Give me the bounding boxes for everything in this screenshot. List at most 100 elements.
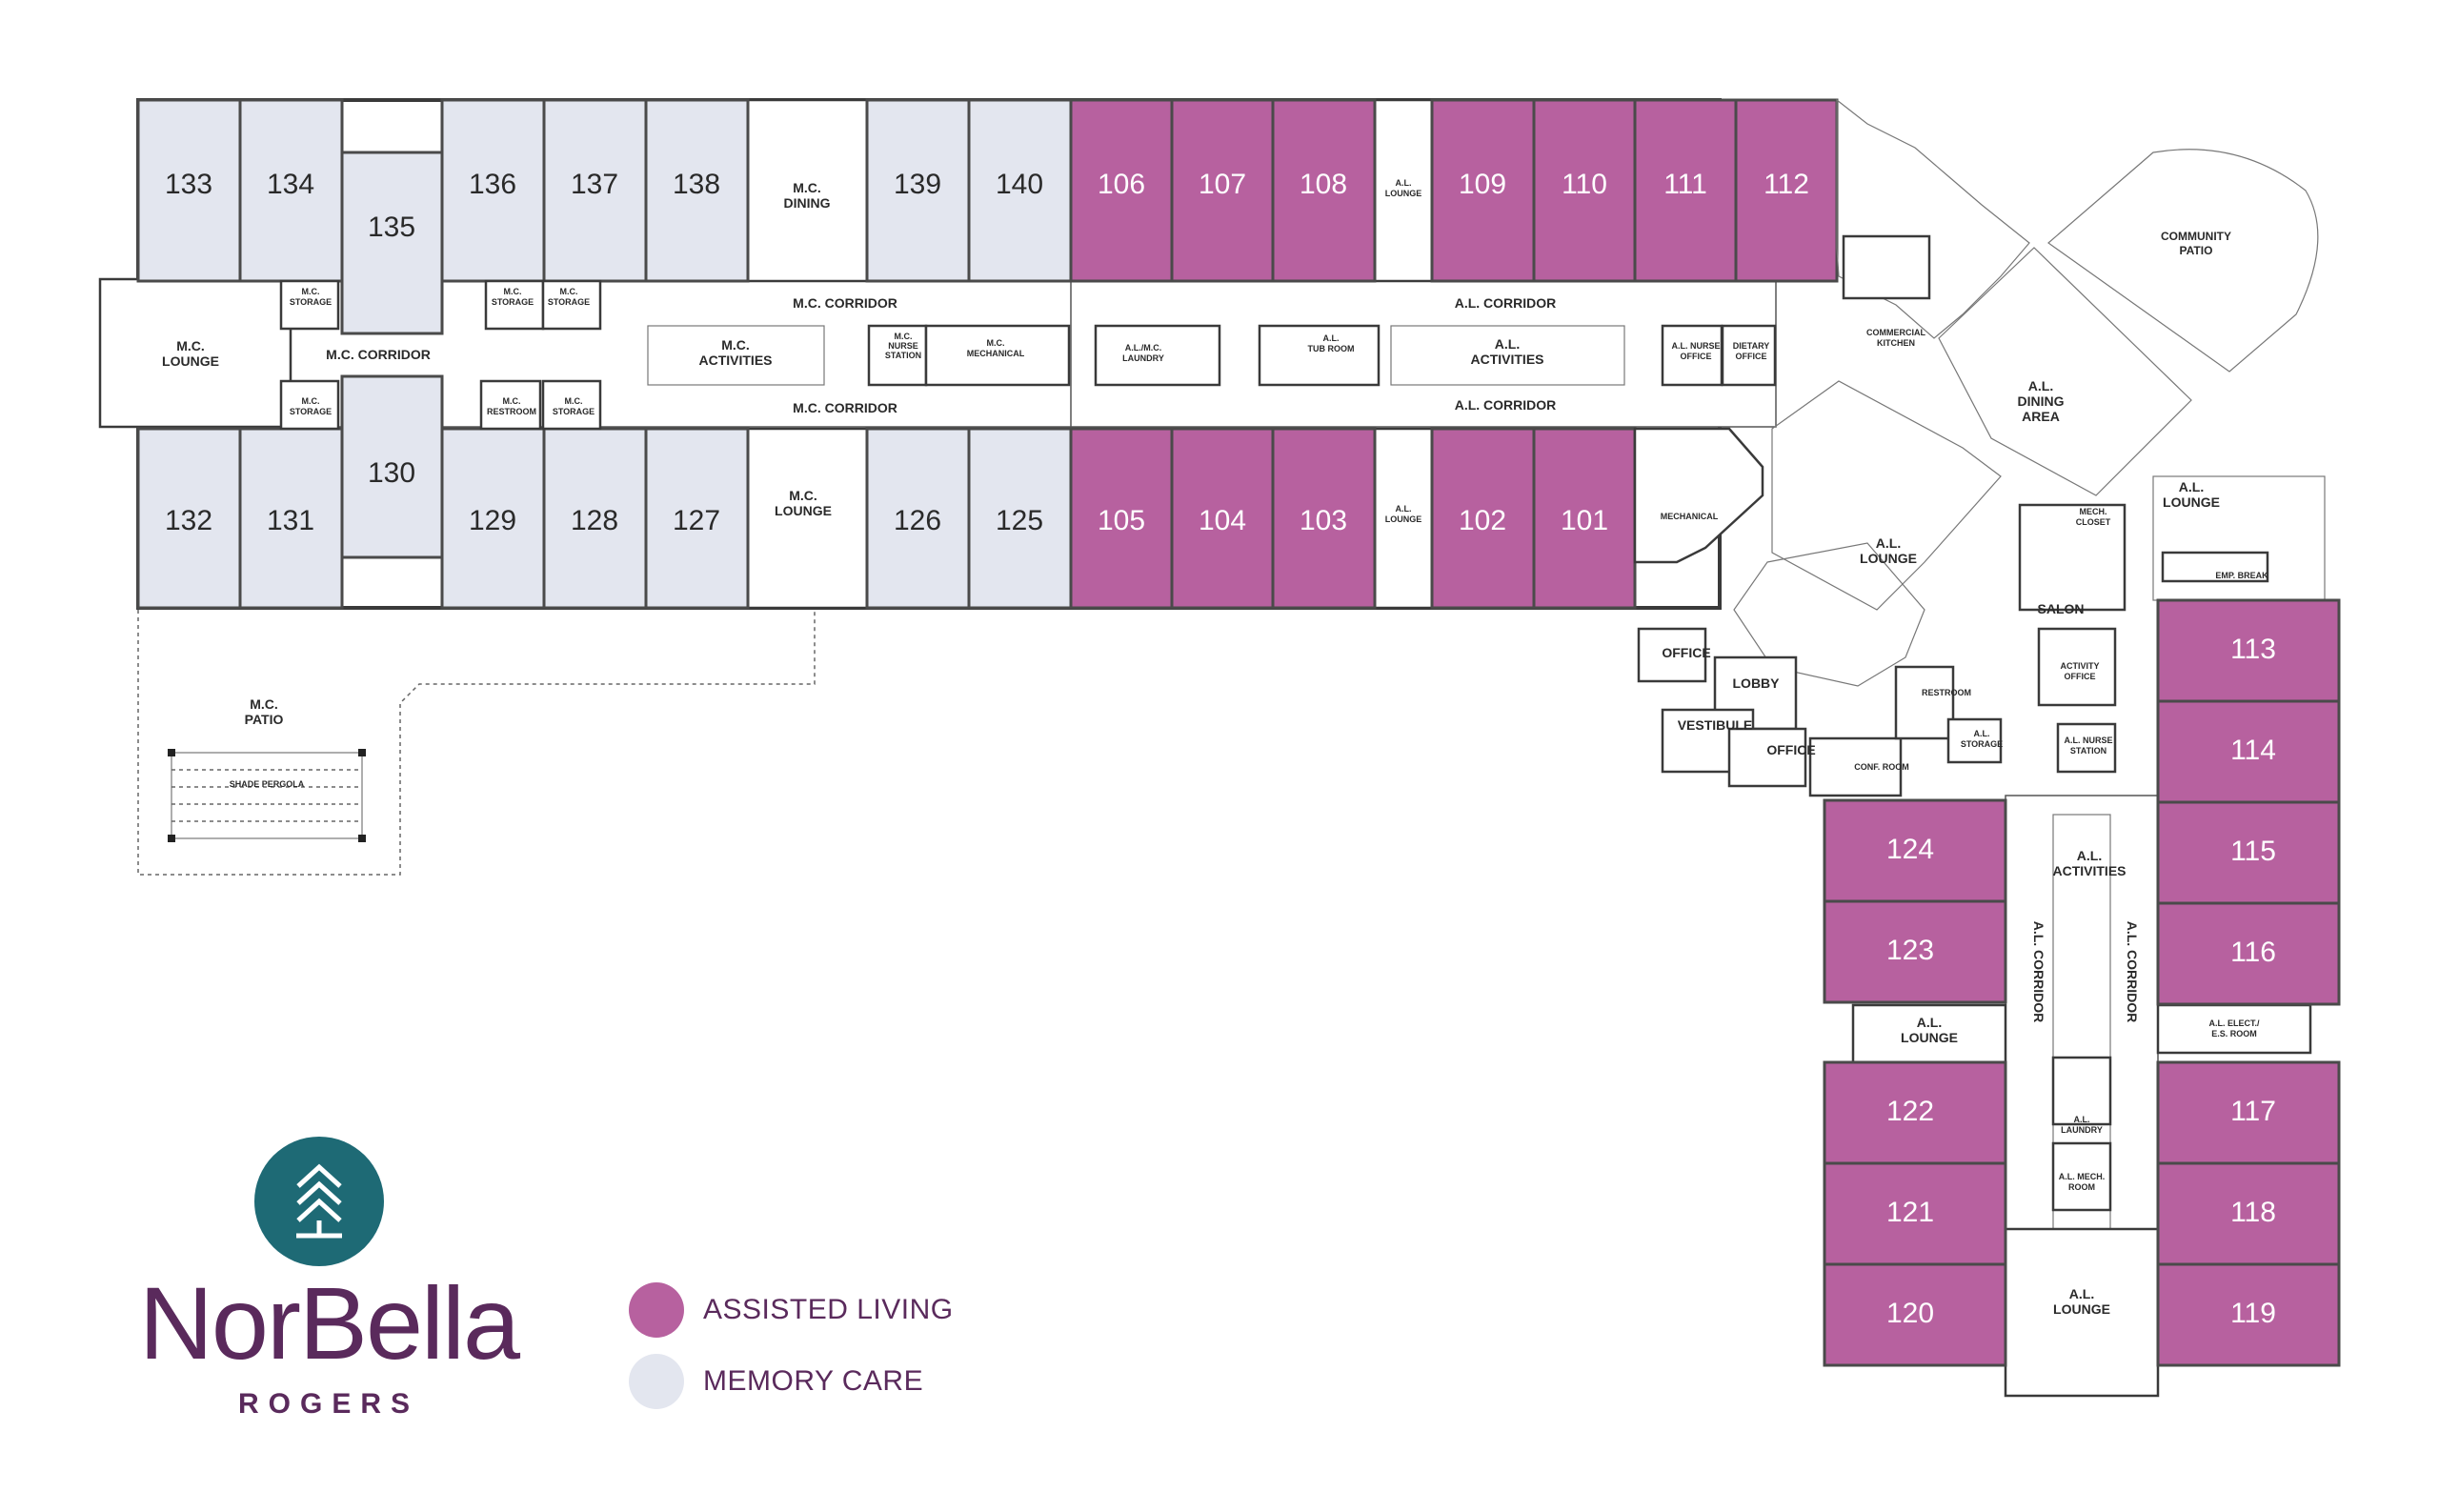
activity-office-label-a: ACTIVITY — [2060, 661, 2099, 671]
commercial-kitchen[interactable] — [1842, 234, 1931, 300]
mc-storage-1[interactable] — [279, 279, 340, 331]
al-lounge-bottom[interactable] — [2004, 1227, 2160, 1398]
unit-116[interactable] — [2156, 901, 2341, 1006]
unit-105[interactable] — [1069, 427, 1174, 610]
al-dining-label-c: AREA — [2022, 409, 2060, 424]
mc-lounge-south[interactable] — [746, 427, 869, 610]
unit-140-label: 140 — [996, 169, 1043, 200]
al-lounge-central[interactable] — [1733, 542, 1925, 687]
unit-106-label: 106 — [1098, 169, 1145, 200]
unit-134[interactable] — [238, 98, 344, 283]
mc-lounge-west[interactable] — [98, 277, 292, 429]
unit-108[interactable] — [1271, 98, 1377, 283]
mc-storage-2[interactable] — [279, 379, 340, 431]
assisted-living-center-wing — [1069, 98, 1839, 610]
unit-107[interactable] — [1170, 98, 1275, 283]
unit-101[interactable] — [1532, 427, 1637, 610]
unit-111[interactable] — [1633, 98, 1738, 283]
mc-storage-3-label-b: STORAGE — [492, 297, 534, 307]
unit-119[interactable] — [2156, 1262, 2341, 1367]
al-laundry-label-b: LAUNDRY — [2061, 1125, 2103, 1135]
unit-140[interactable] — [967, 98, 1073, 283]
mc-storage-3[interactable] — [484, 279, 545, 331]
unit-112[interactable] — [1734, 98, 1839, 283]
mc-nurse-station[interactable] — [867, 324, 928, 387]
unit-115[interactable] — [2156, 800, 2341, 905]
unit-112-label: 112 — [1764, 169, 1809, 200]
mc-storage-5[interactable] — [541, 379, 602, 431]
unit-135[interactable] — [340, 151, 444, 335]
activity-office[interactable] — [2037, 627, 2117, 707]
al-lounge-west[interactable] — [1851, 1003, 2007, 1064]
al-dining-area[interactable] — [1938, 247, 2192, 496]
community-patio[interactable] — [2047, 149, 2319, 373]
mc-restroom[interactable] — [479, 379, 542, 431]
unit-133[interactable] — [136, 98, 242, 283]
mc-mech-label-a: M.C. — [987, 338, 1005, 348]
unit-104[interactable] — [1170, 427, 1275, 610]
mech-closet-label-b: CLOSET — [2076, 517, 2111, 527]
unit-137-label: 137 — [571, 169, 618, 200]
unit-123[interactable] — [1823, 899, 2007, 1004]
unit-110[interactable] — [1532, 98, 1637, 283]
unit-120[interactable] — [1823, 1262, 2007, 1367]
al-activities-south-label-b: ACTIVITIES — [2052, 863, 2126, 878]
mc-storage-2-label-b: STORAGE — [290, 407, 332, 416]
al-elect-es-room[interactable] — [2156, 1003, 2312, 1055]
mc-mechanical[interactable] — [924, 324, 1071, 387]
unit-128[interactable] — [542, 427, 648, 610]
mc-restroom-label-b: RESTROOM — [487, 407, 536, 416]
salon[interactable] — [2018, 503, 2127, 612]
unit-120-label: 120 — [1886, 1298, 1934, 1329]
restroom[interactable] — [1894, 665, 1955, 740]
al-elect-label-a: A.L. ELECT./ — [2208, 1018, 2260, 1028]
office-south[interactable] — [1727, 727, 1807, 788]
unit-106[interactable] — [1069, 98, 1174, 283]
unit-108-label: 108 — [1300, 169, 1347, 200]
al-elect-label-b: E.S. ROOM — [2211, 1029, 2257, 1038]
al-corridor-bottom-label: A.L. CORRIDOR — [1455, 397, 1557, 413]
al-mech-room[interactable] — [2051, 1141, 2112, 1212]
emp-break[interactable] — [2161, 551, 2269, 583]
al-mc-laundry[interactable] — [1094, 324, 1221, 387]
mc-nurse-label-a: M.C. — [895, 332, 913, 341]
al-corridor-right-label: A.L. CORRIDOR — [2125, 921, 2140, 1023]
al-storage[interactable] — [1946, 717, 2003, 764]
mechanical-room[interactable] — [1633, 427, 1764, 564]
unit-131[interactable] — [238, 427, 344, 610]
mc-restroom-label-a: M.C. — [503, 396, 521, 406]
unit-103[interactable] — [1271, 427, 1377, 610]
unit-139-label: 139 — [894, 169, 941, 200]
unit-118[interactable] — [2156, 1161, 2341, 1266]
al-tub-room[interactable] — [1258, 324, 1381, 387]
unit-132-label: 132 — [165, 505, 212, 536]
al-nurse-office-label-b: OFFICE — [1681, 352, 1712, 361]
unit-127[interactable] — [644, 427, 750, 610]
brand-name: NorBella — [138, 1265, 520, 1381]
unit-129-label: 129 — [469, 505, 516, 536]
unit-125[interactable] — [967, 427, 1073, 610]
unit-116-label: 116 — [2230, 937, 2276, 968]
conference-room[interactable] — [1808, 736, 1903, 797]
office-west[interactable] — [1637, 627, 1707, 683]
mc-patio[interactable] — [137, 610, 816, 876]
al-mech-room-label-b: ROOM — [2068, 1182, 2095, 1192]
al-nurse-station[interactable] — [2056, 722, 2117, 774]
unit-135-label: 135 — [368, 212, 415, 243]
memory-care-wing — [98, 98, 1722, 610]
mc-storage-4[interactable] — [541, 279, 602, 331]
unit-109[interactable] — [1430, 98, 1536, 283]
al-lounge-north-label-a: A.L. — [1396, 178, 1412, 188]
restroom-label: RESTROOM — [1922, 688, 1971, 697]
brand-location: ROGERS — [237, 1388, 420, 1420]
al-corridor-top-label: A.L. CORRIDOR — [1455, 295, 1557, 311]
al-nurse-station-label-a: A.L. NURSE — [2064, 736, 2112, 745]
dietary-office[interactable] — [1721, 324, 1777, 387]
unit-113[interactable] — [2156, 598, 2341, 703]
unit-138[interactable] — [644, 98, 750, 283]
al-laundry[interactable] — [2051, 1056, 2112, 1126]
memory-care-swatch — [629, 1354, 684, 1409]
unit-117[interactable] — [2156, 1060, 2341, 1165]
unit-130[interactable] — [340, 374, 444, 559]
unit-127-label: 127 — [673, 505, 720, 536]
